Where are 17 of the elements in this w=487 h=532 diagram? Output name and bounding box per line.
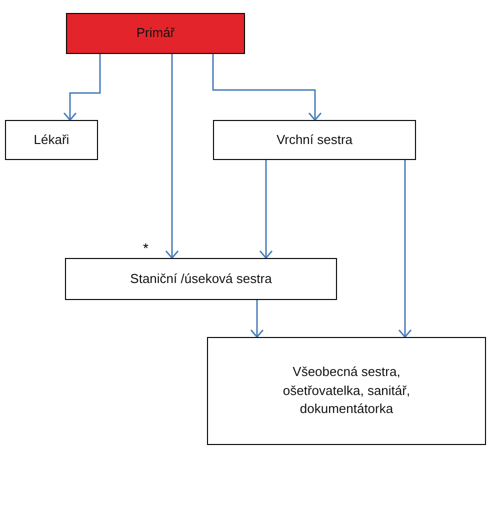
- arrow: [165, 54, 179, 259]
- arrow: [63, 54, 101, 121]
- role-label: Staniční /úseková sestra: [130, 270, 272, 288]
- role-label: Všeobecná sestra, ošetřovatelka, sanitář, dokumentátorka: [282, 362, 412, 418]
- arrow: [212, 54, 322, 121]
- role-box: [65, 258, 337, 300]
- arrow: [398, 160, 412, 338]
- arrow: [250, 300, 264, 338]
- role-box: [5, 120, 98, 160]
- asterisk-note: *: [143, 240, 148, 256]
- role-label: Vrchní sestra: [276, 130, 353, 149]
- head-box: [66, 13, 245, 54]
- role-box: [207, 337, 486, 445]
- arrow: [259, 160, 273, 259]
- role-label: Lékaři: [34, 130, 70, 149]
- role-label: Primář: [136, 24, 175, 42]
- role-box: [213, 120, 416, 160]
